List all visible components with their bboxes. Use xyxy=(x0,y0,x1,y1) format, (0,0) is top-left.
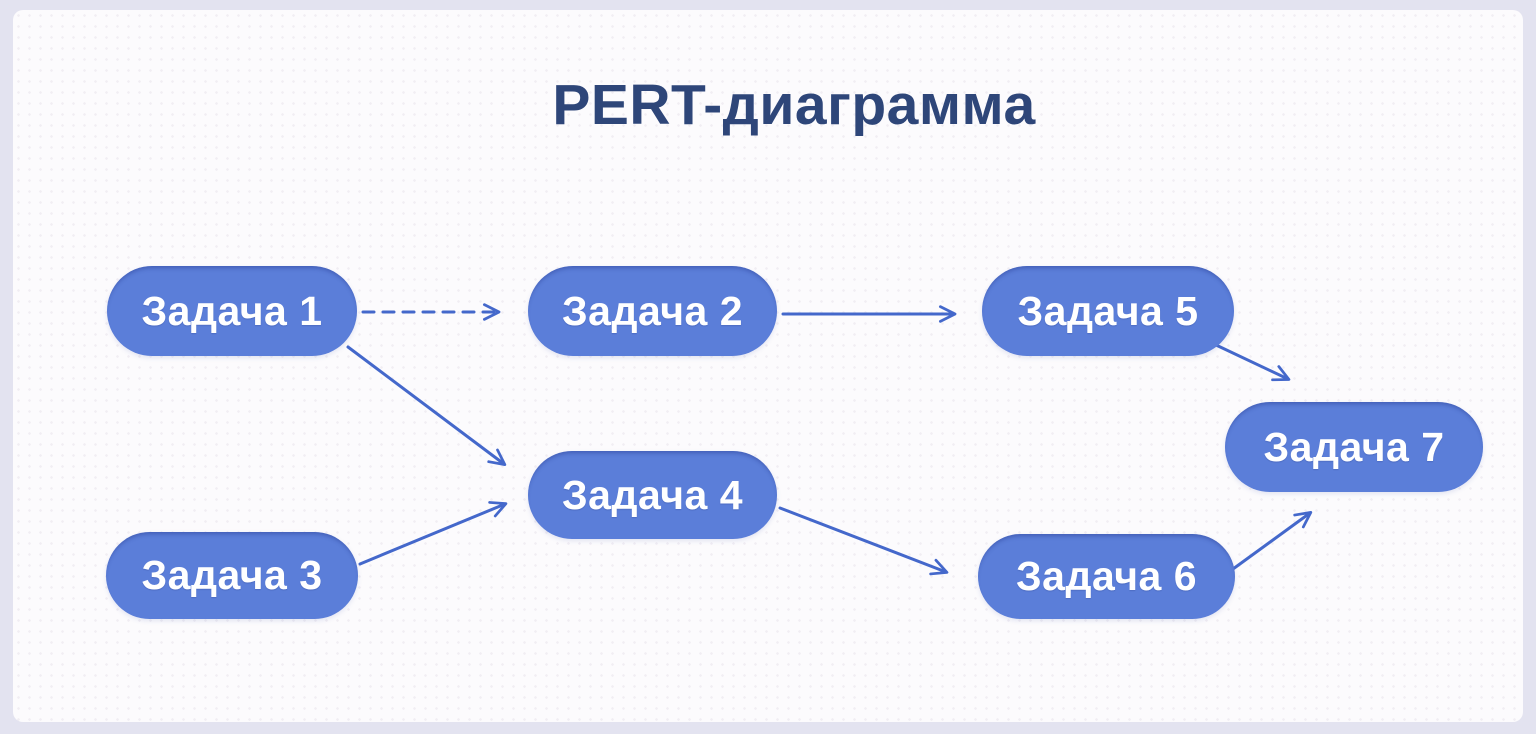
node-task6-label: Задача 6 xyxy=(1015,553,1198,599)
node-task7-label: Задача 7 xyxy=(1263,423,1445,470)
node-task5: Задача 5 xyxy=(982,266,1234,356)
pert-diagram-canvas: PERT-диаграмма Задача 1 Задача 2 Задача … xyxy=(13,10,1523,722)
node-task4: Задача 4 xyxy=(528,451,777,539)
node-task2: Задача 2 xyxy=(528,266,777,356)
node-task7: Задача 7 xyxy=(1225,402,1483,492)
node-task3: Задача 3 xyxy=(106,532,358,619)
node-task5-label: Задача 5 xyxy=(1017,287,1199,334)
edge-task3-task4-arrow xyxy=(358,501,508,566)
edge-task6-task7-arrow xyxy=(1231,511,1313,571)
diagram-title: PERT-диаграмма xyxy=(552,73,1036,137)
node-task3-label: Задача 3 xyxy=(141,552,323,598)
edge-task5-task7-arrow xyxy=(1214,343,1291,382)
edge-task4-task6-arrow xyxy=(778,506,949,576)
edge-task1-task4-arrow xyxy=(346,345,507,466)
node-task6: Задача 6 xyxy=(978,534,1235,619)
node-task2-label: Задача 2 xyxy=(561,287,744,334)
node-task1-label: Задача 1 xyxy=(141,287,323,334)
node-task4-label: Задача 4 xyxy=(561,471,744,518)
node-task1: Задача 1 xyxy=(107,266,357,356)
